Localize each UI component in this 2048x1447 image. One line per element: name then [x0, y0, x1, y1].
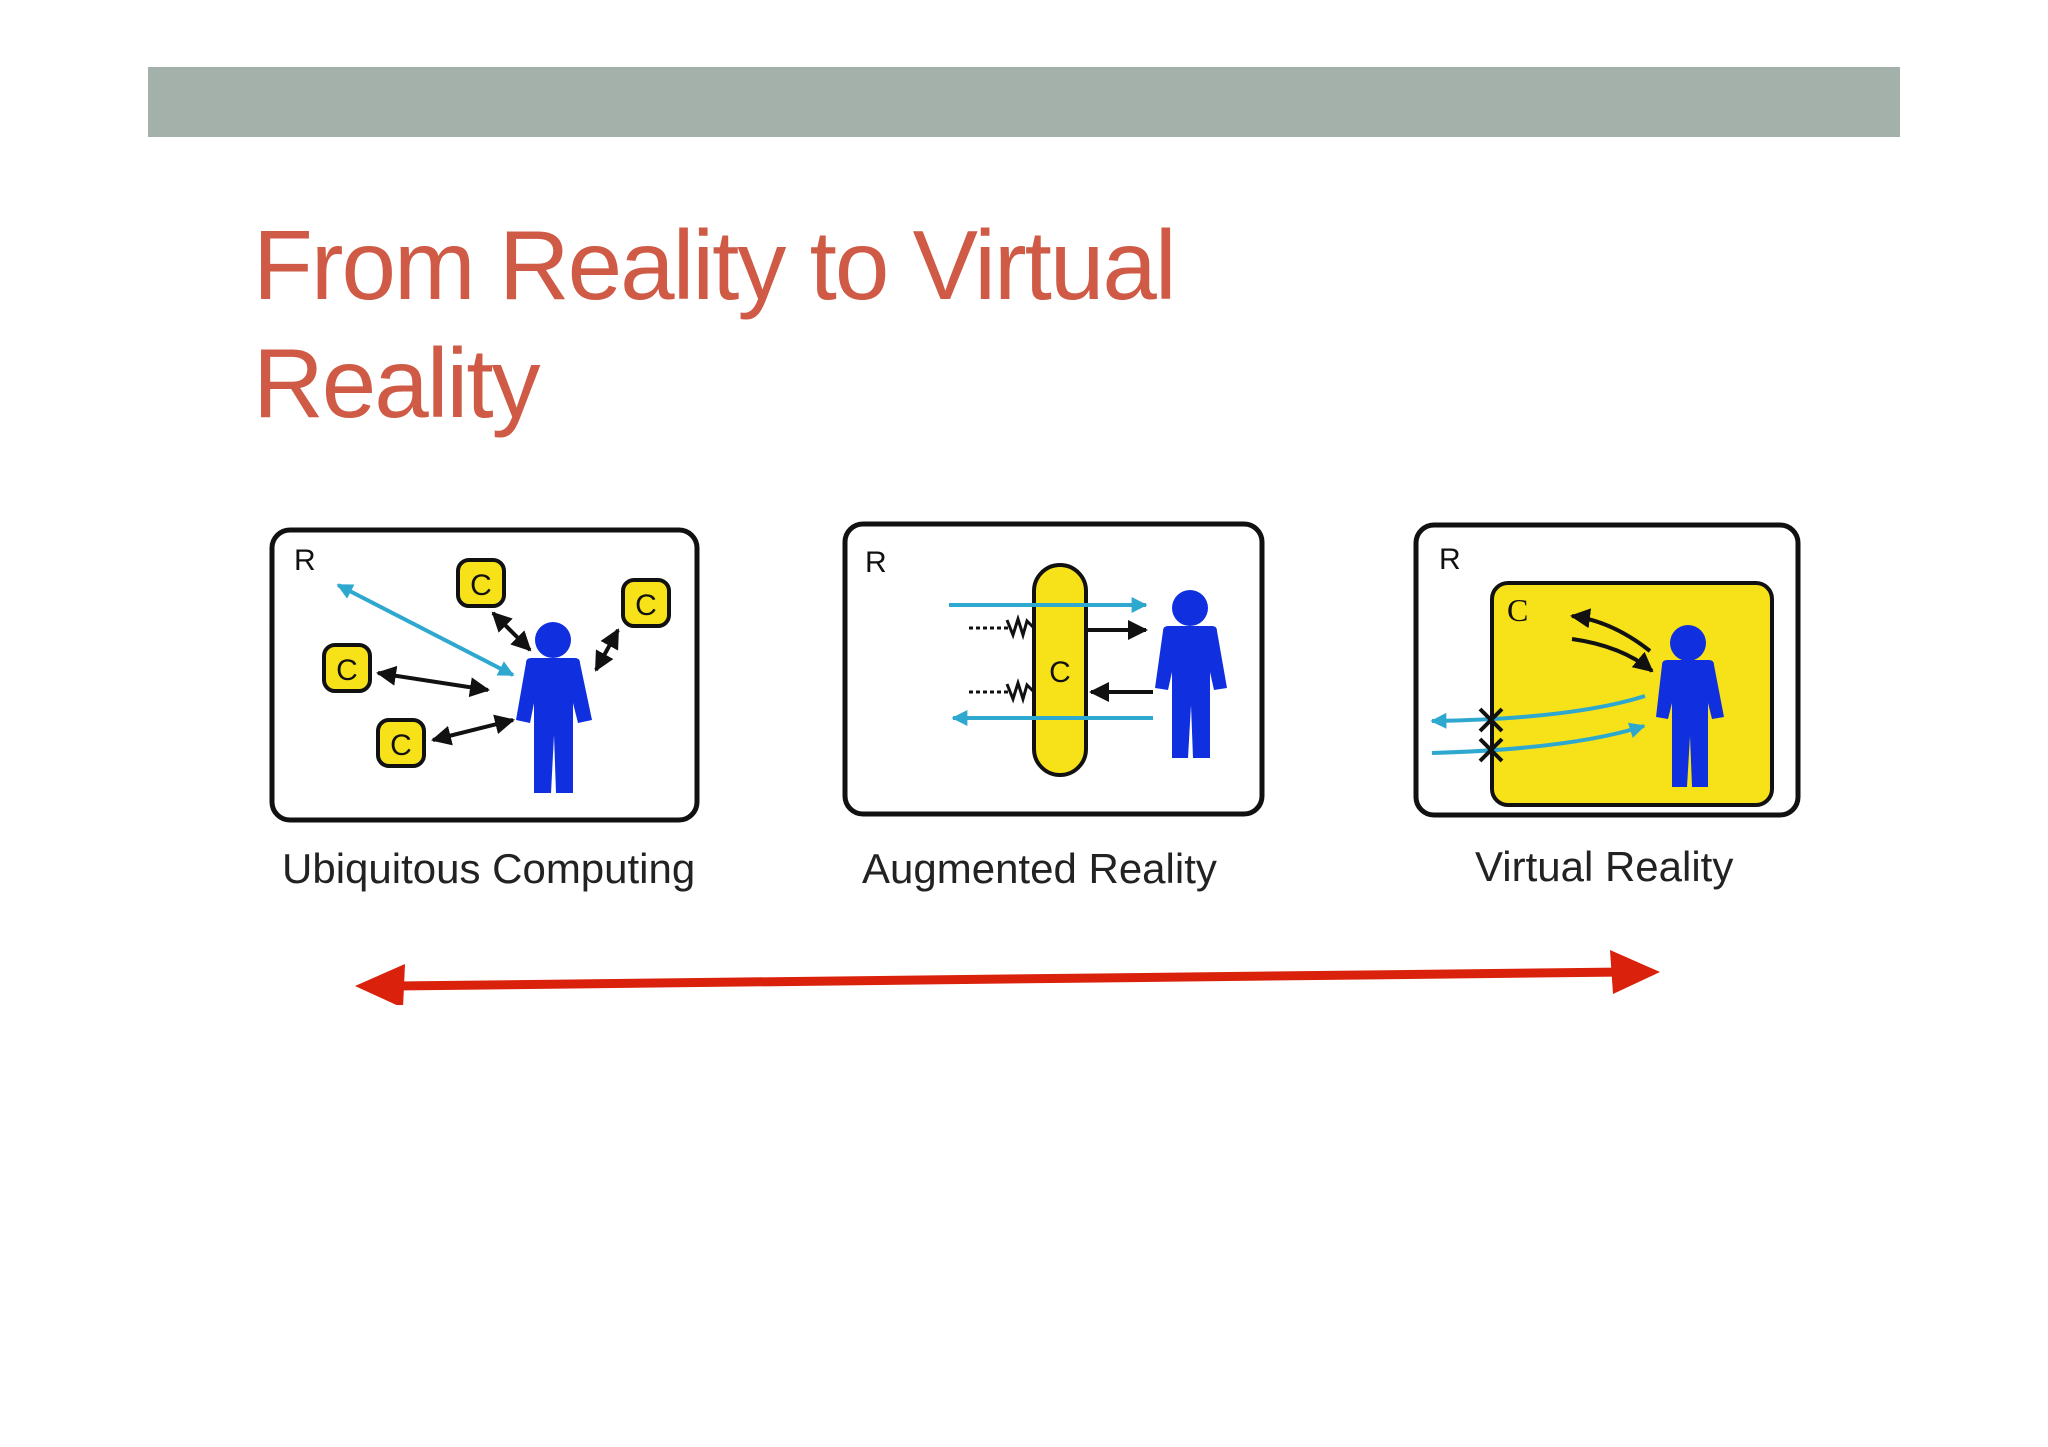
computer-node: C: [376, 718, 426, 768]
reality-label: R: [1439, 543, 1461, 576]
link-arrow: [491, 611, 532, 652]
person-icon: [516, 622, 592, 793]
link-arrow: [376, 665, 490, 698]
black-arrow: [1570, 608, 1652, 653]
title-line-1: From Reality to Virtual: [253, 210, 1177, 320]
computer-node: C: [621, 578, 671, 628]
slide-title: From Reality to Virtual Reality: [253, 206, 1353, 442]
svg-text:C: C: [470, 569, 492, 602]
svg-text:C: C: [635, 589, 657, 622]
blocked-cross: [1478, 737, 1504, 763]
header-bar: [148, 67, 1900, 137]
augmented-reality-diagram: R C: [842, 521, 1265, 817]
panel-virtual-reality: R C: [1412, 521, 1802, 821]
svg-text:C: C: [390, 729, 412, 762]
reality-virtuality-range-arrow: [355, 950, 1660, 1005]
computer-label: C: [1049, 656, 1071, 689]
caption-ubiquitous-computing: Ubiquitous Computing: [282, 845, 696, 892]
virtual-reality-diagram: R C: [1413, 522, 1801, 818]
link-arrow: [431, 714, 515, 746]
computer-node: C: [322, 643, 372, 693]
person-icon: [1155, 590, 1227, 758]
svg-text:C: C: [336, 654, 358, 687]
panel-ubiquitous-computing: R C C C C: [268, 525, 703, 825]
cyan-arrow: [1430, 694, 1646, 729]
reality-label: R: [865, 546, 887, 579]
blocked-signal: [969, 613, 1036, 641]
person-icon: [1656, 625, 1724, 787]
link-arrow: [594, 628, 620, 672]
reality-label: R: [294, 544, 316, 577]
cyan-arrow: [1431, 722, 1646, 755]
computer-label: C: [1507, 592, 1528, 628]
title-line-2: Reality: [253, 328, 541, 438]
ubiquitous-computing-diagram: R C C C C: [269, 527, 700, 823]
blocked-signal: [969, 677, 1036, 705]
caption-augmented-reality: Augmented Reality: [862, 845, 1217, 892]
caption-virtual-reality: Virtual Reality: [1475, 843, 1734, 890]
blocked-cross: [1478, 707, 1504, 733]
computer-layer: [1032, 563, 1088, 777]
cyan-arrow: [336, 583, 515, 677]
black-arrow: [1571, 637, 1654, 673]
panel-augmented-reality: R C: [841, 520, 1266, 820]
computer-node: C: [456, 558, 506, 608]
virtual-world: [1490, 581, 1774, 807]
